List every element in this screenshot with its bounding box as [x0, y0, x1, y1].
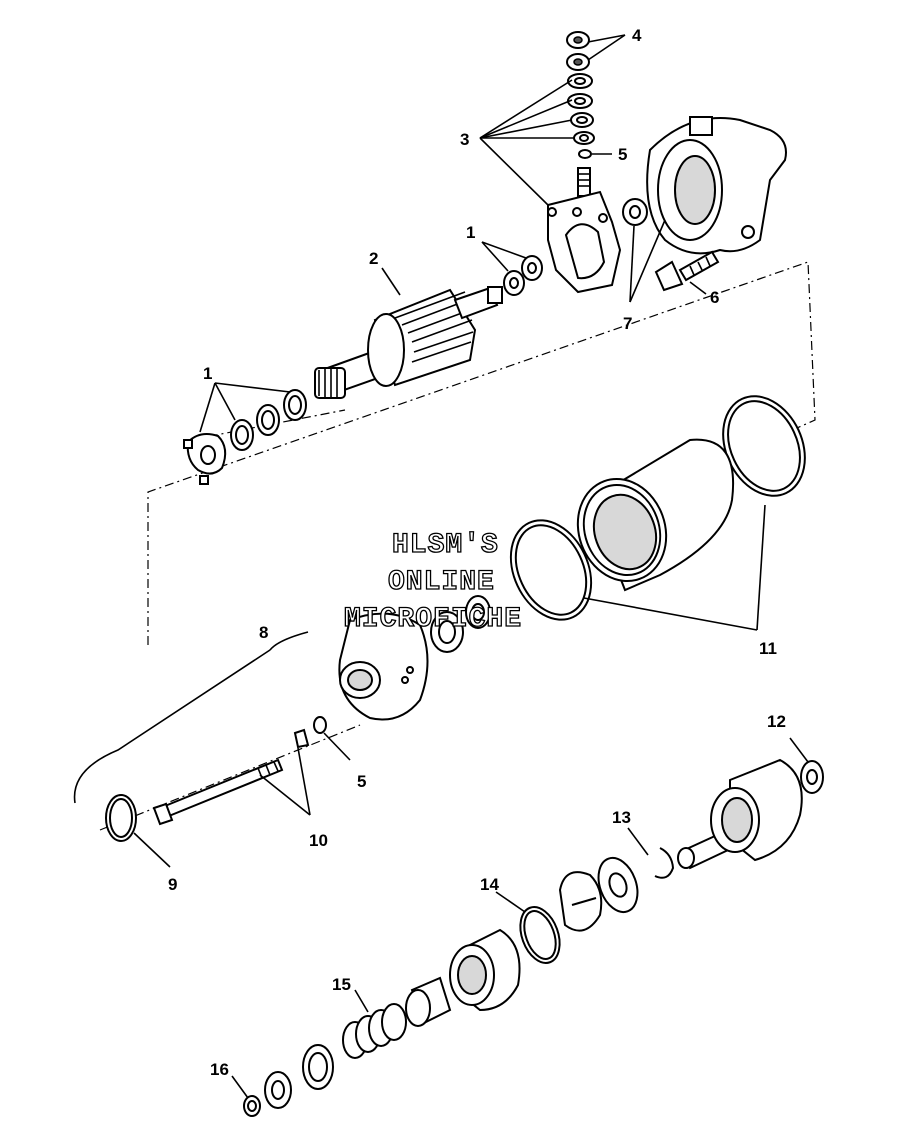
watermark-line-1: HLSM'S	[391, 529, 499, 561]
washers-part-1-upper	[503, 255, 543, 296]
split-collar	[558, 871, 603, 932]
callout-1-upper: 1	[466, 223, 475, 242]
ring-part-14	[519, 906, 561, 964]
washers-part-1-lower	[183, 389, 307, 485]
watermark-line-3: MICROFICHE	[343, 603, 523, 635]
callout-7: 7	[623, 314, 632, 333]
spacer	[264, 1044, 334, 1109]
bolt-part-6	[654, 250, 720, 292]
callout-13: 13	[612, 808, 631, 827]
callout-11: 11	[759, 639, 777, 658]
callout-2: 2	[369, 249, 378, 268]
clip-part-16	[243, 1095, 261, 1117]
callout-12: 12	[767, 712, 786, 731]
pinion-gear	[449, 928, 521, 1012]
spring-part-15	[342, 1003, 407, 1059]
sleeve	[405, 976, 452, 1027]
through-bolt-part-10	[152, 728, 310, 826]
callout-10: 10	[309, 831, 328, 850]
thrust-washer	[597, 856, 639, 914]
callout-3: 3	[460, 130, 469, 149]
gear-shaft	[677, 758, 803, 870]
clip-part-13	[654, 847, 675, 879]
callout-6: 6	[710, 288, 719, 307]
lower-axis-dashed	[99, 724, 361, 831]
o-ring-part-5-lower	[313, 716, 327, 734]
callout-8: 8	[259, 623, 268, 642]
leader-lines	[133, 34, 809, 1099]
watermark-line-2: ONLINE	[387, 566, 495, 598]
washer-part-12	[800, 760, 824, 794]
brush-plate	[547, 167, 622, 294]
o-rings-part-11	[509, 395, 806, 621]
o-ring-part-5-top	[578, 149, 592, 159]
washer-stack-part-3	[567, 73, 595, 145]
callout-16: 16	[210, 1060, 229, 1079]
front-housing	[338, 595, 491, 721]
callout-9: 9	[168, 875, 177, 894]
yoke-housing	[576, 438, 734, 592]
rear-housing	[646, 116, 787, 255]
callout-14: 14	[480, 875, 499, 894]
callout-5-top: 5	[618, 145, 627, 164]
snap-ring-part-9	[105, 794, 137, 842]
callout-15: 15	[332, 975, 351, 994]
assembly-boundary-dashed	[147, 261, 816, 645]
armature-part-2	[314, 286, 503, 399]
bracket-part-8	[73, 631, 309, 804]
callout-labels: 4 3 5 1 2 6 7 1 8 11 12 5 13 10 9 14 15 …	[168, 26, 786, 1079]
bushing	[622, 198, 648, 226]
callout-4: 4	[632, 26, 642, 45]
nut-stack-part-4	[566, 31, 590, 71]
callout-5-lower: 5	[357, 772, 366, 791]
callout-1-lower: 1	[203, 364, 212, 383]
